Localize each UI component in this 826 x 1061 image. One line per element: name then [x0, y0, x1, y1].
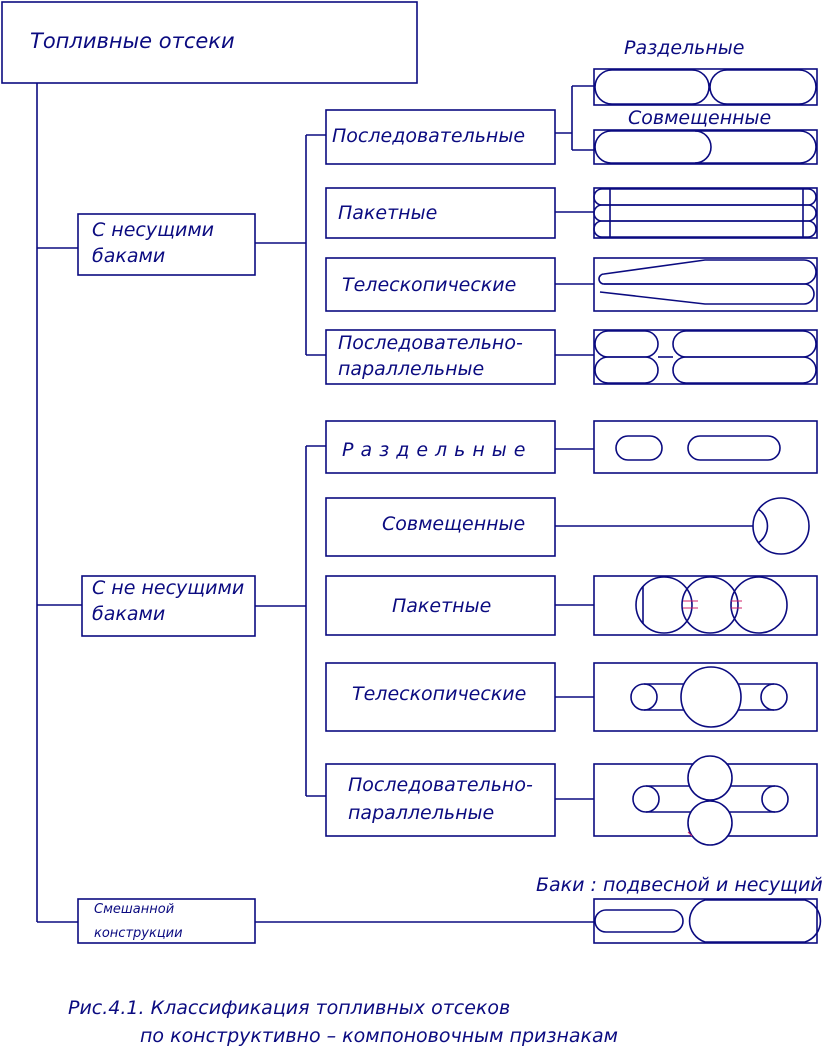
sketch-bearing-combined: Совмещенные [593, 107, 818, 165]
sketch-bearing-separate: Раздельные [593, 37, 818, 106]
node-nonbearing-packet: Пакетные [325, 575, 556, 636]
sketch-nonbearing-packet [593, 575, 818, 636]
variant-separate-label: Раздельные [624, 37, 745, 59]
mixed-note: Баки : подвесной и несущий [536, 874, 823, 896]
node-nonbearing-separate-label: Раздельные [342, 439, 533, 461]
group-bearing-label-line1: С несущими [92, 219, 214, 241]
node-bearing-packet: Пакетные [325, 187, 556, 239]
node-bearing-packet-label: Пакетные [338, 202, 437, 224]
caption-line1: Рис.4.1. Классификация топливных отсеков [68, 997, 510, 1019]
node-bearing-telescopic-label: Телескопические [342, 274, 516, 296]
group-nonbearing-label-line2: баками [92, 603, 165, 625]
root-node: Топливные отсеки [1, 1, 418, 84]
node-nonbearing-telescopic-label: Телескопические [352, 683, 526, 705]
node-bearing-seqpar-label-line1: Последовательно- [338, 332, 523, 354]
sketch-nonbearing-telescopic [593, 662, 818, 732]
node-nonbearing-seqpar-label-line2: параллельные [348, 802, 494, 824]
sketch-nonbearing-separate [593, 420, 818, 474]
node-nonbearing-combined: Совмещенные [325, 497, 556, 557]
group-nonbearing-label-line1: С не несущими [92, 577, 244, 599]
root-label: Топливные отсеки [30, 29, 235, 53]
sketch-bearing-seqpar [593, 329, 818, 385]
node-bearing-seqpar: Последовательно- параллельные [325, 329, 556, 385]
node-bearing-telescopic: Телескопические [325, 257, 556, 312]
group-mixed: Смешанной конструкции [77, 898, 256, 944]
figure-caption: Рис.4.1. Классификация топливных отсеков… [68, 997, 618, 1047]
connector-lines [36, 83, 753, 923]
sketch-nonbearing-seqpar [593, 755, 818, 846]
node-bearing-seqpar-label-line2: параллельные [338, 358, 484, 380]
node-nonbearing-telescopic: Телескопические [325, 662, 556, 732]
node-nonbearing-seqpar-label-line1: Последовательно- [348, 774, 533, 796]
group-bearing-label-line2: баками [92, 245, 165, 267]
group-mixed-label-line2: конструкции [94, 926, 183, 941]
sketch-bearing-telescopic [593, 257, 818, 312]
variant-combined-label: Совмещенные [628, 107, 771, 129]
sketch-mixed: Баки : подвесной и несущий [536, 874, 823, 944]
node-bearing-sequential: Последовательные [325, 109, 556, 165]
sketch-nonbearing-combined [752, 497, 810, 555]
group-bearing-tanks: С несущими баками [77, 213, 256, 276]
node-nonbearing-seqpar: Последовательно- параллельные [325, 763, 556, 837]
group-mixed-label-line1: Смешанной [94, 902, 174, 917]
group-nonbearing-tanks: С не несущими баками [81, 575, 256, 637]
node-nonbearing-packet-label: Пакетные [392, 595, 491, 617]
sketch-bearing-packet [593, 187, 818, 239]
node-nonbearing-combined-label: Совмещенные [382, 513, 525, 535]
caption-line2: по конструктивно – компоновочным признак… [140, 1025, 618, 1047]
node-nonbearing-separate: Раздельные [325, 420, 556, 474]
node-bearing-sequential-label: Последовательные [332, 125, 525, 147]
